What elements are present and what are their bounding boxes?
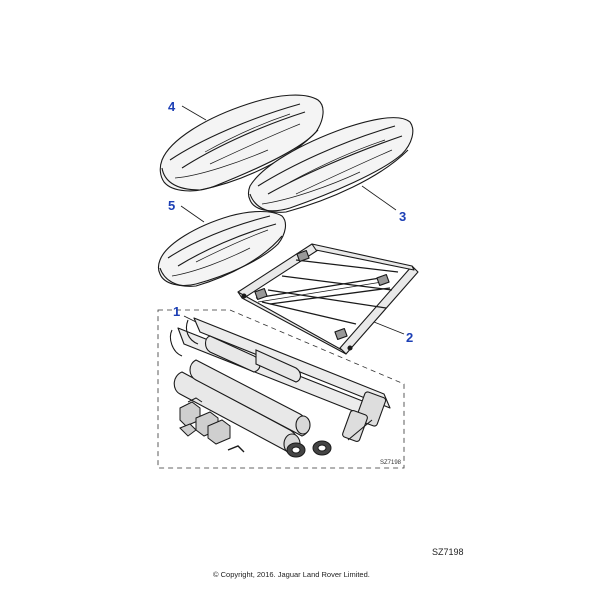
copyright-notice: © Copyright, 2016. Jaguar Land Rover Lim… [213, 570, 370, 579]
callout-item-4: 4 [168, 99, 176, 114]
tape-rolls [286, 440, 332, 458]
callout-leader-lines [180, 105, 405, 335]
inset-diagram-ref: SZ7198 [380, 460, 402, 466]
mounting-clamps [179, 397, 231, 445]
roof-box-small-upper [159, 94, 324, 192]
callout-item-5: 5 [168, 198, 176, 213]
callout-item-1: 1 [173, 304, 181, 319]
roof-box-large [247, 117, 414, 213]
callout-item-2: 2 [406, 330, 414, 345]
roof-box-small-lower [157, 210, 287, 287]
allen-key [227, 445, 245, 453]
roof-rack-frame [237, 243, 419, 355]
callout-item-3: 3 [399, 209, 407, 224]
diagram-ref: SZ7198 [432, 547, 464, 557]
foam-pads [173, 335, 311, 455]
